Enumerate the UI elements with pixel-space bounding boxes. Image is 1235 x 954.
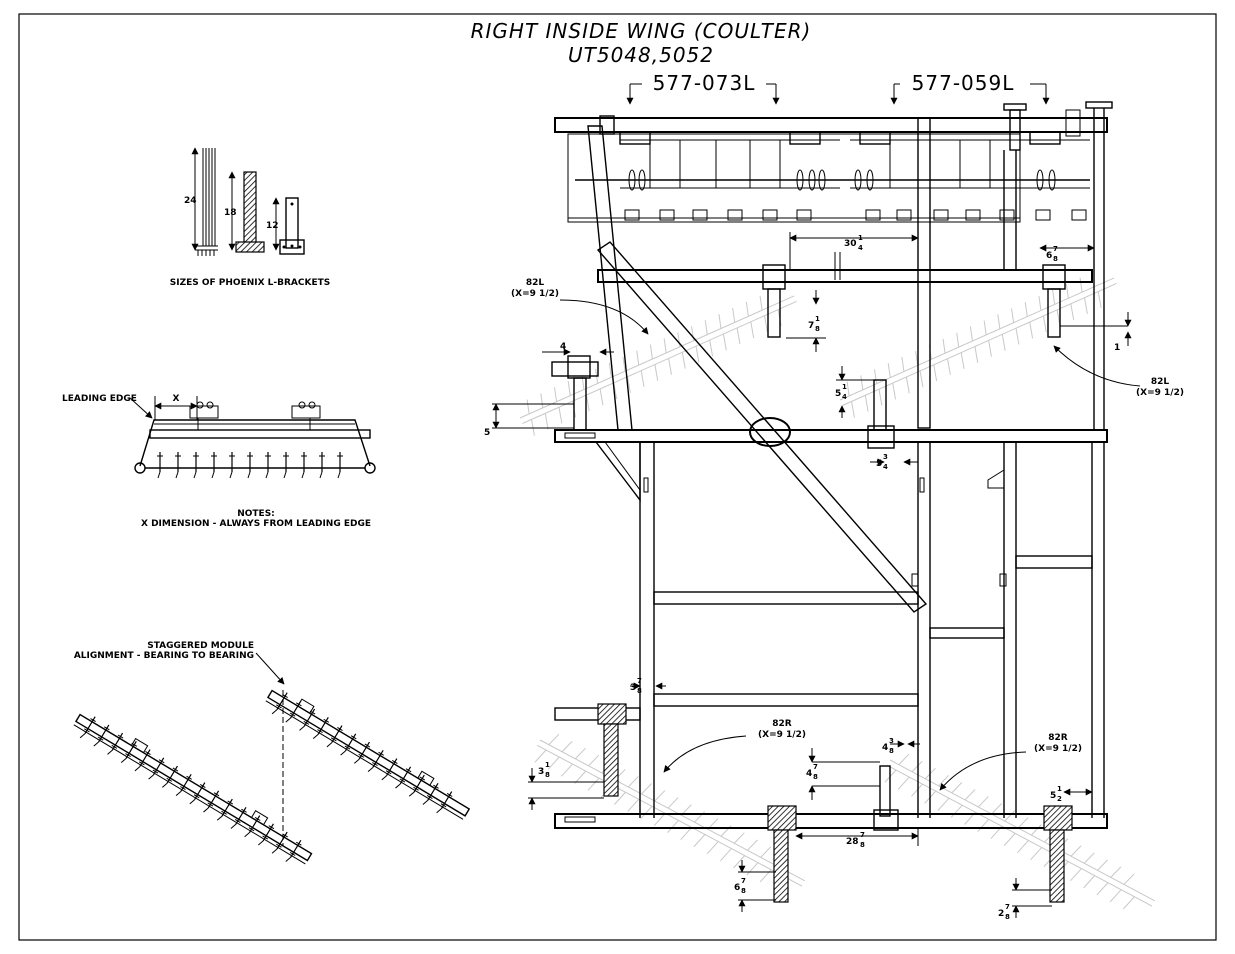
- callout-top-right-id: 82L: [1151, 377, 1170, 387]
- bracket-24: [191, 147, 218, 256]
- callout-top-left-id: 82L: [526, 278, 545, 288]
- svg-text:7: 7: [860, 831, 865, 839]
- x-mark-label: X: [173, 394, 180, 404]
- svg-text:4: 4: [883, 463, 888, 471]
- title-line-1: RIGHT INSIDE WING (COULTER): [471, 19, 812, 43]
- svg-text:8: 8: [860, 841, 865, 849]
- svg-text:3: 3: [889, 737, 894, 745]
- svg-text:30: 30: [844, 239, 857, 249]
- svg-text:5: 5: [835, 389, 841, 399]
- leading-edge-label: LEADING EDGE: [62, 394, 137, 404]
- svg-text:8: 8: [1005, 913, 1010, 921]
- callout-bottom-mid-x: (X=9 1/2): [758, 730, 806, 740]
- svg-text:1: 1: [1057, 785, 1062, 793]
- svg-text:7: 7: [808, 321, 814, 331]
- dim-5-half: 5 1 2: [1050, 785, 1062, 803]
- svg-text:6: 6: [734, 883, 740, 893]
- svg-text:7: 7: [637, 677, 642, 685]
- part-bracket-left: [626, 83, 780, 105]
- svg-text:8: 8: [741, 887, 746, 895]
- dim-1: 1: [1114, 343, 1120, 353]
- title-line-2: UT5048,5052: [568, 43, 714, 67]
- svg-text:1: 1: [545, 761, 550, 769]
- svg-text:7: 7: [1053, 245, 1058, 253]
- part-number-left: 577-073L: [653, 71, 756, 95]
- svg-text:3: 3: [630, 683, 636, 693]
- svg-text:4: 4: [858, 244, 863, 252]
- svg-text:8: 8: [545, 771, 550, 779]
- svg-text:6: 6: [1046, 251, 1052, 261]
- dim-6-bottom: 6 7 8: [734, 877, 746, 895]
- svg-text:7: 7: [1005, 903, 1010, 911]
- dim-7: 7 1 8: [808, 315, 820, 333]
- svg-text:1: 1: [815, 315, 820, 323]
- drawing-border: [18, 13, 1217, 941]
- part-number-right: 577-059L: [912, 71, 1015, 95]
- callout-top-right-x: (X=9 1/2): [1136, 388, 1184, 398]
- brackets-caption: SIZES OF PHOENIX L-BRACKETS: [170, 278, 331, 288]
- module-drawing: [129, 396, 376, 479]
- svg-text:8: 8: [815, 325, 820, 333]
- bracket-size-18: 18: [224, 208, 237, 218]
- dim-4: 4: [560, 342, 566, 352]
- bracket-size-12: 12: [266, 221, 279, 231]
- dim-28: 28 7 8: [846, 831, 865, 849]
- dim-5-quarter: 5 1 4: [835, 383, 847, 401]
- callout-leaders: [559, 299, 1141, 791]
- svg-text:5: 5: [1050, 791, 1056, 801]
- staggered-label-1: STAGGERED MODULE: [147, 641, 254, 651]
- svg-text:4: 4: [806, 769, 812, 779]
- svg-text:7: 7: [813, 763, 818, 771]
- notes-title: NOTES:: [237, 509, 275, 519]
- svg-text:8: 8: [889, 747, 894, 755]
- dim-6-top: 6 7 8: [1046, 245, 1058, 263]
- svg-text:8: 8: [813, 773, 818, 781]
- svg-text:1: 1: [858, 234, 863, 242]
- dim-2: 2 7 8: [998, 903, 1010, 921]
- svg-text:3: 3: [883, 453, 888, 461]
- wing-frame: [551, 101, 1113, 903]
- bracket-18: [228, 171, 265, 253]
- part-bracket-right: [890, 83, 1050, 105]
- callout-bottom-mid-id: 82R: [772, 719, 792, 729]
- callout-bottom-right-id: 82R: [1048, 733, 1068, 743]
- svg-text:8: 8: [637, 687, 642, 695]
- svg-text:4: 4: [882, 743, 888, 753]
- notes-text: X DIMENSION - ALWAYS FROM LEADING EDGE: [141, 519, 371, 529]
- bracket-size-24: 24: [184, 196, 197, 206]
- svg-text:2: 2: [998, 909, 1004, 919]
- svg-text:3: 3: [538, 767, 544, 777]
- dim-4-3: 4 3 8: [882, 737, 894, 755]
- callout-bottom-right-x: (X=9 1/2): [1034, 744, 1082, 754]
- dimension-lines: [492, 232, 1132, 918]
- svg-text:4: 4: [842, 393, 847, 401]
- dim-5: 5: [484, 428, 490, 438]
- dim-3-1: 3 1 8: [538, 761, 550, 779]
- svg-text:5: 5: [876, 459, 882, 469]
- svg-text:8: 8: [1053, 255, 1058, 263]
- dim-4-7: 4 7 8: [806, 763, 818, 781]
- dim-3-7: 3 7 8: [630, 677, 642, 695]
- dim-30: 30 1 4: [844, 234, 863, 252]
- svg-text:7: 7: [741, 877, 746, 885]
- staggered-label-2: ALIGNMENT - BEARING TO BEARING: [74, 651, 254, 661]
- bracket-12: [272, 197, 305, 255]
- svg-text:1: 1: [842, 383, 847, 391]
- svg-text:28: 28: [846, 837, 859, 847]
- staggered-modules: [73, 652, 471, 865]
- callout-top-left-x: (X=9 1/2): [511, 289, 559, 299]
- dim-5-three-quarter: 5 3 4: [876, 453, 888, 471]
- svg-text:2: 2: [1057, 795, 1062, 803]
